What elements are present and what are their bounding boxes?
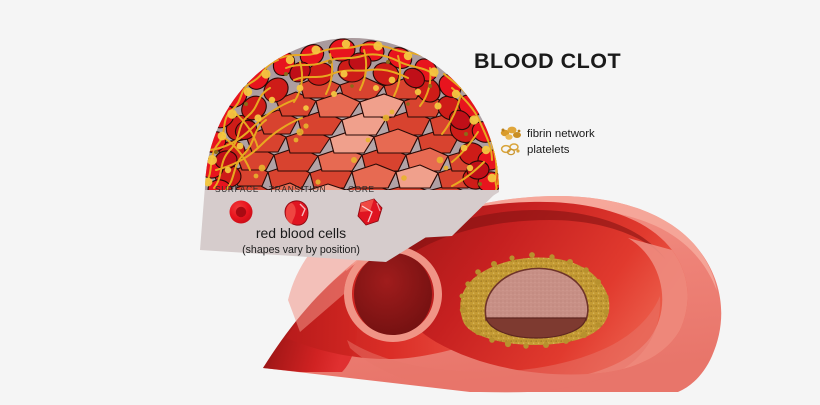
platelet-cluster-icon <box>500 143 520 156</box>
zone-label-transition: TRANSITION <box>269 184 326 194</box>
rbc-sample-transition <box>284 200 309 226</box>
cell-caption-title: red blood cells <box>256 225 346 241</box>
clot-inner-fibrin <box>253 109 449 185</box>
clot-core-base <box>485 317 587 339</box>
figure-title: BLOOD CLOT <box>474 49 621 73</box>
legend-label-platelets: platelets <box>527 144 570 156</box>
legend: fibrin network platelets <box>500 126 595 156</box>
legend-item-fibrin: fibrin network <box>500 126 595 140</box>
rbc-sample-surface <box>229 200 253 224</box>
clot-fibrin-clumps <box>205 39 497 187</box>
cell-caption-subtitle: (shapes vary by position) <box>242 244 360 256</box>
clot-core-dome <box>484 267 589 321</box>
clot-fibrin-fringe <box>459 252 609 349</box>
zone-label-core: CORE <box>348 184 375 194</box>
clot-platelets <box>214 60 482 186</box>
clot-magnified-dome <box>205 38 499 190</box>
legend-label-fibrin: fibrin network <box>527 128 595 140</box>
zone-label-surface: SURFACE <box>215 184 259 194</box>
vessel-inner-wall-band <box>588 238 688 374</box>
callout-panel-wedge <box>200 186 499 262</box>
legend-item-platelets: platelets <box>500 143 570 156</box>
vessel-front-face <box>347 296 661 393</box>
vessel-occluding-clot <box>459 252 610 349</box>
clot-fibrin-network <box>205 43 499 190</box>
vessel-lumen-opening <box>354 252 432 336</box>
rbc-sample-core <box>357 198 383 226</box>
fibrin-cluster-icon <box>500 126 521 140</box>
